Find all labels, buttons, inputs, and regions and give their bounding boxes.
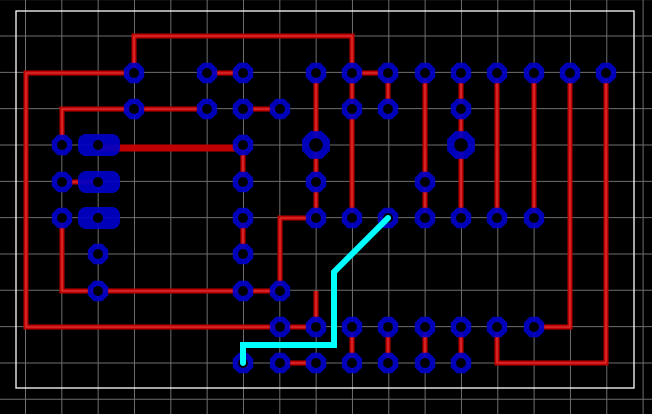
pad-drill-hole (492, 213, 502, 223)
pad-drill-hole (57, 177, 67, 187)
pad-drill-hole (93, 286, 103, 296)
copper-trace-highlight (496, 73, 607, 364)
pad-drill-hole (347, 322, 357, 332)
pad-drill-hole (311, 177, 321, 187)
copper-trace-highlight (61, 108, 207, 145)
copper-trace-highlight (61, 217, 316, 292)
pad-drill-hole (492, 68, 502, 78)
pad-drill-hole (383, 322, 393, 332)
pad-drill-hole (129, 104, 139, 114)
pad-drill-hole (93, 249, 103, 259)
pad-drill-hole (238, 177, 248, 187)
pad-drill-hole (420, 358, 430, 368)
pad-drill-hole (275, 322, 285, 332)
board-outline (15, 10, 635, 389)
pad-drill-hole (311, 358, 321, 368)
pad-drill-hole (202, 68, 212, 78)
pad-drill-hole (383, 68, 393, 78)
pad-drill-hole (238, 104, 248, 114)
pad-drill-hole (311, 213, 321, 223)
pad-drill-hole (311, 322, 321, 332)
pad-drill-hole (383, 358, 393, 368)
pad-drill-hole (492, 322, 502, 332)
pad-drill-hole (57, 213, 67, 223)
pad-drill-hole (93, 213, 103, 223)
pad-drill-hole (420, 213, 430, 223)
pad-drill-hole (238, 213, 248, 223)
pad-drill-hole (456, 104, 466, 114)
pad-drill-hole (529, 322, 539, 332)
pad-drill-hole (93, 177, 103, 187)
top-copper-traces (240, 215, 391, 366)
pad-drill-hole (420, 177, 430, 187)
pad-drill-hole (275, 104, 285, 114)
top-copper-trace[interactable] (240, 215, 391, 366)
pads (51, 62, 617, 374)
pad-drill-hole (529, 213, 539, 223)
pad-drill-hole (347, 104, 357, 114)
pad-drill-hole (129, 68, 139, 78)
pad-drill-hole (93, 140, 103, 150)
pad-drill-hole (57, 140, 67, 150)
pad-drill-hole (311, 68, 321, 78)
pad-drill-hole (347, 68, 357, 78)
pad-drill-hole (565, 68, 575, 78)
pad-drill-hole (420, 68, 430, 78)
pad-drill-hole (347, 213, 357, 223)
pad-drill-hole (420, 322, 430, 332)
pad-drill-hole (238, 286, 248, 296)
pad-drill-hole (456, 358, 466, 368)
pad-drill-hole (529, 68, 539, 78)
pad-drill-hole (238, 249, 248, 259)
pad-drill-hole (309, 138, 323, 152)
pad-drill-hole (238, 140, 248, 150)
pad-drill-hole (238, 68, 248, 78)
copper-trace-highlight (133, 35, 353, 73)
pad-drill-hole (383, 104, 393, 114)
pad-drill-hole (456, 322, 466, 332)
pad-drill-hole (202, 104, 212, 114)
copper-trace-highlight (25, 72, 316, 328)
pad-drill-hole (454, 138, 468, 152)
pad-drill-hole (275, 286, 285, 296)
pad-drill-hole (456, 68, 466, 78)
pad-drill-hole (275, 358, 285, 368)
pad-drill-hole (456, 213, 466, 223)
pad-drill-hole (601, 68, 611, 78)
copper-trace-highlight (534, 73, 571, 328)
pad-drill-hole (347, 358, 357, 368)
